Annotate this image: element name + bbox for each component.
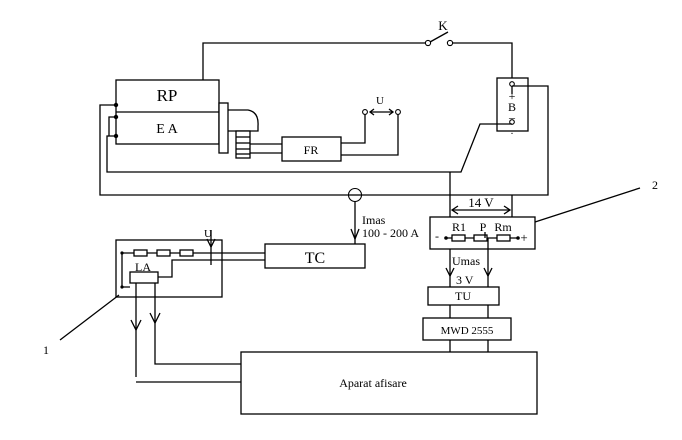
r1-label: R1 (452, 220, 466, 234)
tc-block: TC (264, 239, 366, 269)
callout-2-label: 2 (652, 178, 658, 192)
la-block: LA U (115, 228, 265, 298)
switch-k: K (424, 18, 454, 47)
fr-block: FR U (281, 95, 401, 162)
fr-voltage-u-label: U (376, 95, 384, 107)
mwd-block: MWD 2555 (422, 317, 512, 341)
umas-label: Umas (452, 254, 480, 268)
tu-block: TU (427, 286, 500, 306)
p-label: P (480, 220, 487, 234)
voltage-14v-marker: 14 V (450, 195, 512, 215)
display-label: Aparat afisare (339, 376, 407, 390)
motor-coupling (218, 102, 282, 159)
tu-to-mwd (449, 305, 489, 318)
svg-text:.: . (511, 126, 514, 137)
rp-ea-block: RP E A (113, 79, 220, 145)
main-wiring (99, 85, 549, 245)
battery-plus-label: + (509, 89, 516, 103)
current-range-label: 100 - 200 A (362, 226, 419, 240)
divider-minus-label: - (435, 229, 439, 243)
tc-label: TC (305, 250, 325, 267)
rp-label: RP (157, 86, 178, 105)
la-to-display (130, 283, 241, 383)
switch-k-label: K (438, 18, 448, 33)
fr-label: FR (304, 143, 319, 157)
mwd-to-display (449, 340, 489, 352)
v3-label: 3 V (456, 273, 474, 287)
battery-b-label: B (508, 100, 516, 114)
umas-lines: Umas 3 V (445, 238, 493, 287)
divider-plus-label: + (520, 230, 527, 245)
tu-label: TU (455, 289, 471, 303)
mwd-label: MWD 2555 (441, 325, 494, 337)
current-sensor: Imas 100 - 200 A (347, 187, 419, 241)
callout-2: 2 (534, 178, 658, 223)
imas-label: Imas (362, 213, 386, 227)
callout-1: 1 (43, 294, 120, 357)
v14-label: 14 V (468, 195, 494, 210)
display-block: Aparat afisare (240, 351, 538, 415)
callout-1-label: 1 (43, 343, 49, 357)
la-label: LA (135, 260, 151, 274)
ea-label: E A (156, 122, 178, 137)
battery-minus-label: – (508, 110, 516, 124)
voltage-divider: - + R1 P Rm (429, 216, 536, 250)
rm-label: Rm (494, 220, 512, 234)
battery-b: + B – . (496, 77, 529, 137)
la-voltage-u-label: U (204, 228, 212, 240)
top-wires (202, 42, 513, 80)
